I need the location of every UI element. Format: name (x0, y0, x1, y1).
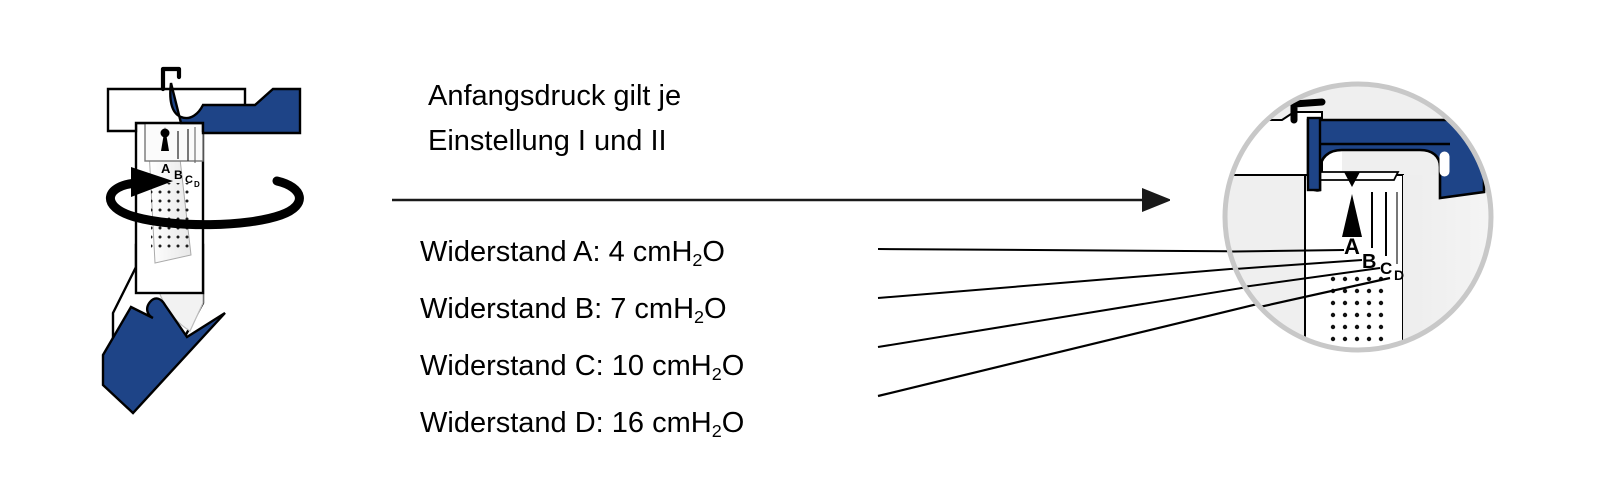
resistance-label-a: Widerstand A: (420, 236, 601, 268)
detail-letter-C: C (1380, 259, 1392, 278)
detail-letter-D: D (1394, 267, 1404, 283)
detail-magnifier: A B C D (1222, 72, 1494, 362)
detail-letter-B: B (1362, 251, 1376, 273)
heading-line-1: Anfangsdruck gilt je (428, 80, 682, 112)
lever-hook-icon (160, 66, 182, 92)
resistance-row-d: Widerstand D: 16 cmH2O (420, 399, 980, 456)
resistance-value-a: 4 (608, 236, 625, 268)
detail-leader-a (1225, 249, 1345, 253)
heading-block: Anfangsdruck gilt je Einstellung I und I… (428, 74, 988, 164)
detail-leader-b (1225, 259, 1363, 273)
scale-letter-B: B (174, 168, 183, 182)
scale-letter-C: C (185, 174, 193, 186)
resistance-value-d: 16 (611, 407, 645, 440)
resistance-unit-c: cmH2O (652, 350, 745, 385)
resistance-unit-d: cmH2O (652, 407, 745, 442)
mouthpiece-blue-flange (101, 297, 226, 415)
indicator-arrow-head (160, 128, 170, 138)
resistance-label-d: Widerstand D: (420, 407, 604, 440)
resistance-value-b: 7 (610, 293, 627, 326)
resistance-unit-a: cmH2O (632, 236, 725, 271)
process-arrow (390, 180, 1170, 220)
resistance-value-c: 10 (611, 350, 645, 383)
scale-letter-D: D (194, 180, 200, 189)
detail-lever-pill (1439, 151, 1450, 177)
device-illustration: A B C D (95, 55, 385, 420)
scale-window (144, 122, 204, 162)
detail-lever-post (1306, 116, 1322, 192)
heading-line-2: Einstellung I und II (428, 125, 667, 157)
detail-marker-triangle (1344, 172, 1360, 187)
resistance-row-b: Widerstand B: 7 cmH2O (420, 285, 980, 342)
resistance-list: Widerstand A: 4 cmH2O Widerstand B: 7 cm… (420, 228, 980, 456)
detail-leader-c (1225, 267, 1381, 295)
detail-circle-border (1222, 81, 1494, 353)
dotted-mesh-region (151, 183, 189, 249)
rotation-arrow (106, 167, 304, 230)
detail-indicator-arrow-A (1342, 194, 1362, 237)
scale-letter-A: A (161, 161, 171, 176)
detail-hook-icon (1290, 98, 1326, 124)
indicator-arrow-A (161, 127, 169, 151)
resistance-label-b: Widerstand B: (420, 293, 603, 326)
resistance-unit-b: cmH2O (634, 293, 727, 328)
resistance-row-a: Widerstand A: 4 cmH2O (420, 228, 980, 285)
detail-leader-d (1225, 276, 1391, 324)
resistance-label-c: Widerstand C: (420, 350, 604, 383)
resistance-row-c: Widerstand C: 10 cmH2O (420, 342, 980, 399)
blue-lever-arm (169, 82, 302, 135)
detail-letter-A: A (1344, 234, 1360, 259)
